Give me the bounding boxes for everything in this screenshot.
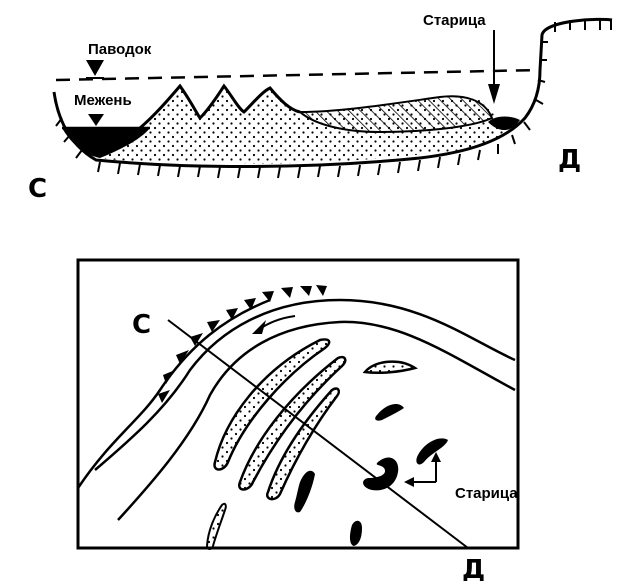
oxbow-pointer-arrowhead-icon bbox=[404, 477, 414, 487]
hatched-deposit bbox=[297, 95, 494, 134]
ground-ticks bbox=[55, 20, 612, 179]
river-bank-outer bbox=[94, 298, 516, 471]
scroll-bar-2 bbox=[238, 355, 347, 491]
cross-section: Паводок Межень Старица С Д bbox=[28, 12, 613, 204]
plan-view: С Д Старица bbox=[76, 258, 520, 581]
ridges-outline bbox=[139, 83, 301, 130]
scroll-bar-1 bbox=[213, 338, 331, 471]
valley-profile bbox=[52, 17, 613, 168]
low-water-label: Межень bbox=[74, 92, 132, 109]
flood-level-line bbox=[55, 68, 541, 82]
oxbow-lake-4 bbox=[349, 520, 362, 546]
river-bank-inner bbox=[117, 320, 516, 521]
oxbow-lake-main bbox=[363, 457, 399, 491]
flood-marker-icon bbox=[86, 60, 104, 76]
plan-frame bbox=[76, 258, 520, 550]
oxbow-pointer-up-arrowhead-icon bbox=[431, 452, 441, 462]
bar-small bbox=[205, 502, 227, 550]
section-line bbox=[167, 319, 469, 549]
island-lens bbox=[362, 360, 418, 375]
section-start-label: С bbox=[28, 174, 47, 204]
oxbow-lake-2 bbox=[416, 438, 448, 465]
section-end-label: Д bbox=[558, 145, 581, 175]
scroll-bar-3 bbox=[265, 387, 341, 501]
plan-start-label: С bbox=[132, 310, 151, 340]
oxbow-label-plan: Старица bbox=[455, 485, 518, 502]
flow-arrowhead-icon bbox=[252, 320, 266, 334]
oxbow-lake-3 bbox=[294, 470, 315, 513]
flood-label: Паводок bbox=[88, 41, 152, 58]
plan-end-label: Д bbox=[462, 555, 485, 581]
oxbow-label-top: Старица bbox=[423, 12, 486, 29]
low-water-marker-icon bbox=[88, 114, 104, 126]
steep-bank-ticks bbox=[158, 285, 327, 403]
oxbow-arrowhead-icon bbox=[488, 84, 500, 104]
oxbow-pool bbox=[488, 116, 520, 131]
oxbow-lake-1 bbox=[375, 404, 404, 421]
